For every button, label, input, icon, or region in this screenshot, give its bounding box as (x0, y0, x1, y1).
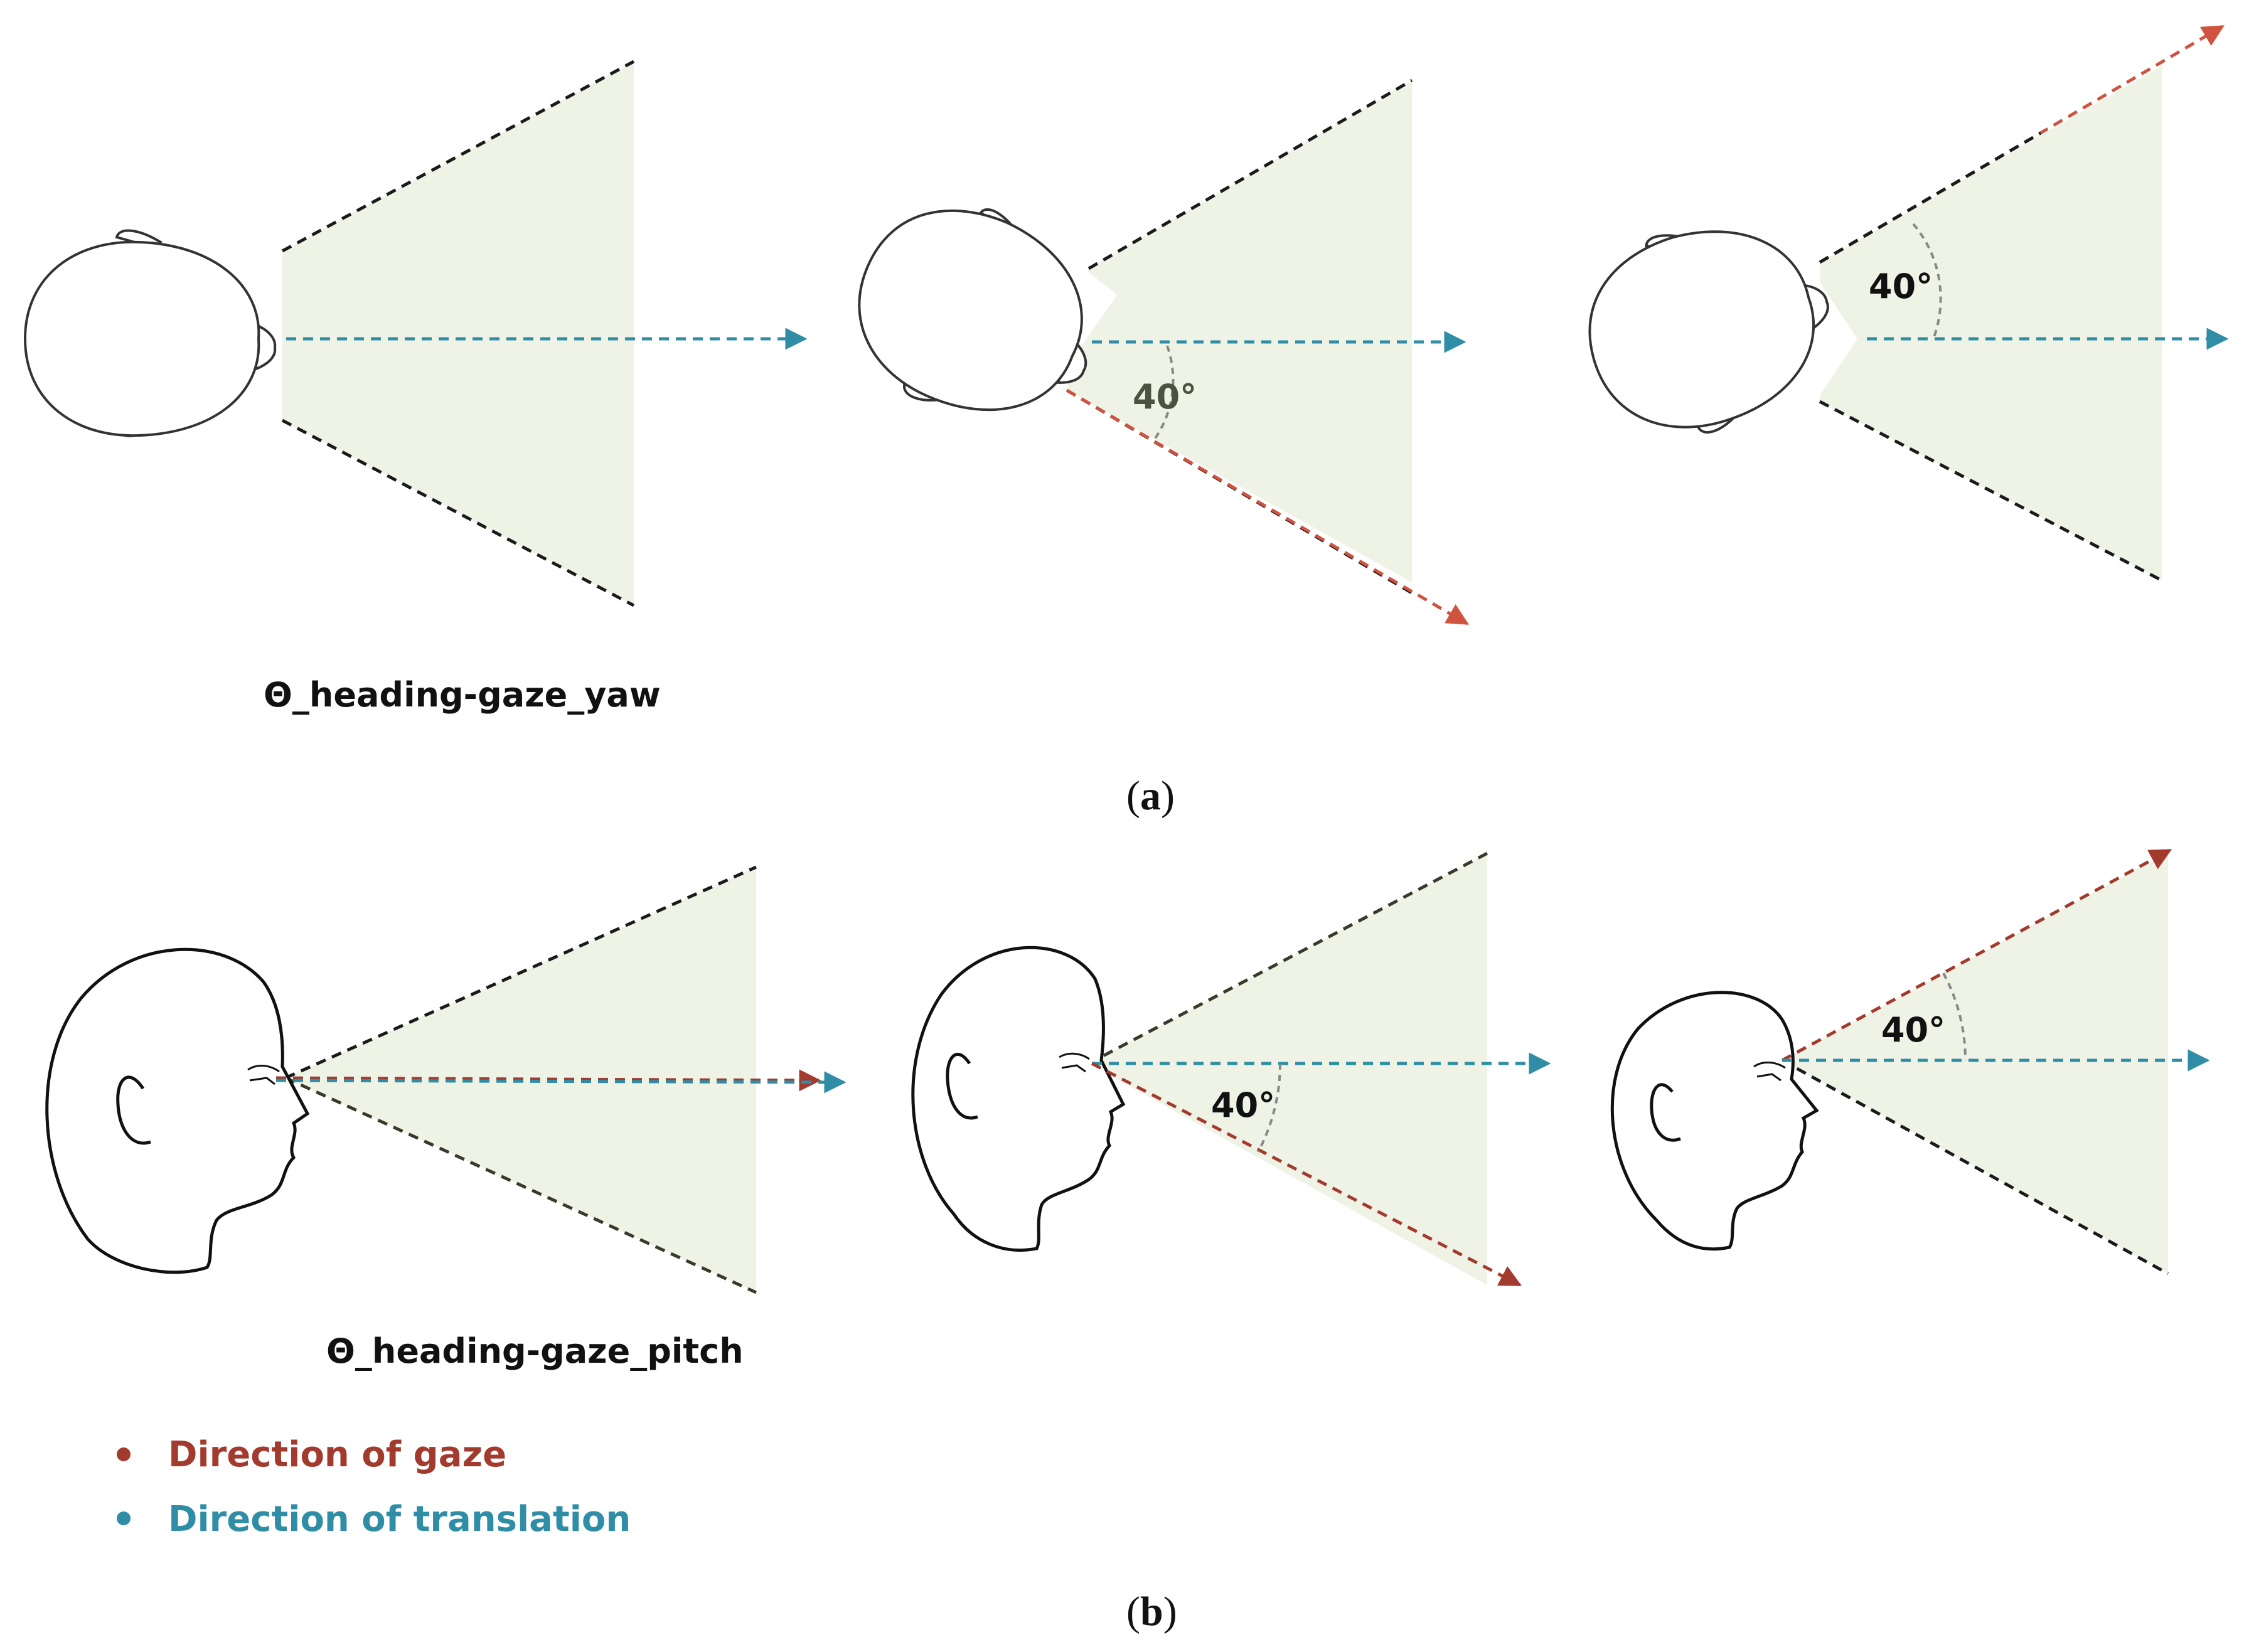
field-of-view-cone (282, 61, 634, 605)
head-side-view (911, 946, 1126, 1252)
legend-translation-bullet (117, 1511, 131, 1525)
cone-lower-edge (284, 1076, 757, 1294)
cone-upper-edge (1819, 131, 2042, 264)
pitch-label: Θ_heading-gaze_pitch (326, 1331, 744, 1371)
yaw-scene-gaze-left: 40° (1588, 24, 2229, 582)
head-side-view (1610, 991, 1819, 1251)
gaze-arrow (1781, 848, 2172, 1062)
translation-arrow (275, 1071, 847, 1094)
cone-upper-edge (1087, 78, 1413, 270)
head-top-view (23, 229, 277, 437)
angle-label: 40° (1133, 377, 1197, 417)
gaze-arrow (1091, 1062, 1522, 1287)
pitch-scene-gaze-down: 40° (911, 851, 1551, 1287)
field-of-view-cone (1067, 80, 1412, 582)
cone-lower-edge (281, 418, 635, 607)
head-top-view-rotated (858, 208, 1087, 412)
head-top-view-rotated (1588, 230, 1829, 434)
gaze-arrow (275, 1069, 821, 1092)
legend-translation-label: Direction of translation (168, 1499, 631, 1540)
cone-upper-edge (1087, 851, 1488, 1065)
panel-a-caption: (a) (1126, 773, 1175, 819)
field-of-view-cone (1089, 853, 1487, 1285)
yaw-label: Θ_heading-gaze_yaw (264, 675, 661, 715)
angle-label: 40° (1869, 267, 1933, 306)
pitch-scene-gaze-up: 40° (1610, 848, 2210, 1276)
panel-b-caption: (b) (1126, 1589, 1177, 1634)
yaw-scene-aligned (23, 60, 808, 607)
legend-gaze-bullet (117, 1447, 131, 1461)
angle-arc (1151, 345, 1175, 443)
angle-label: 40° (1211, 1085, 1275, 1125)
yaw-scene-gaze-right: 40° (858, 78, 1470, 626)
field-of-view-cone (1820, 66, 2162, 580)
pitch-scene-aligned (45, 865, 847, 1294)
gaze-arrow (1066, 388, 1470, 626)
angle-arc (1912, 223, 1942, 339)
legend-gaze-label: Direction of gaze (168, 1434, 506, 1475)
legend: Direction of gaze Direction of translati… (117, 1434, 631, 1540)
angle-arc (1942, 973, 1967, 1061)
cone-lower-edge (1819, 400, 2163, 582)
angle-arc (1257, 1063, 1282, 1153)
head-side-view (45, 947, 310, 1274)
cone-upper-edge (284, 865, 757, 1080)
field-of-view-cone (1782, 852, 2168, 1274)
cone-lower-edge (1781, 1058, 2169, 1276)
angle-label: 40° (1881, 1010, 1945, 1050)
